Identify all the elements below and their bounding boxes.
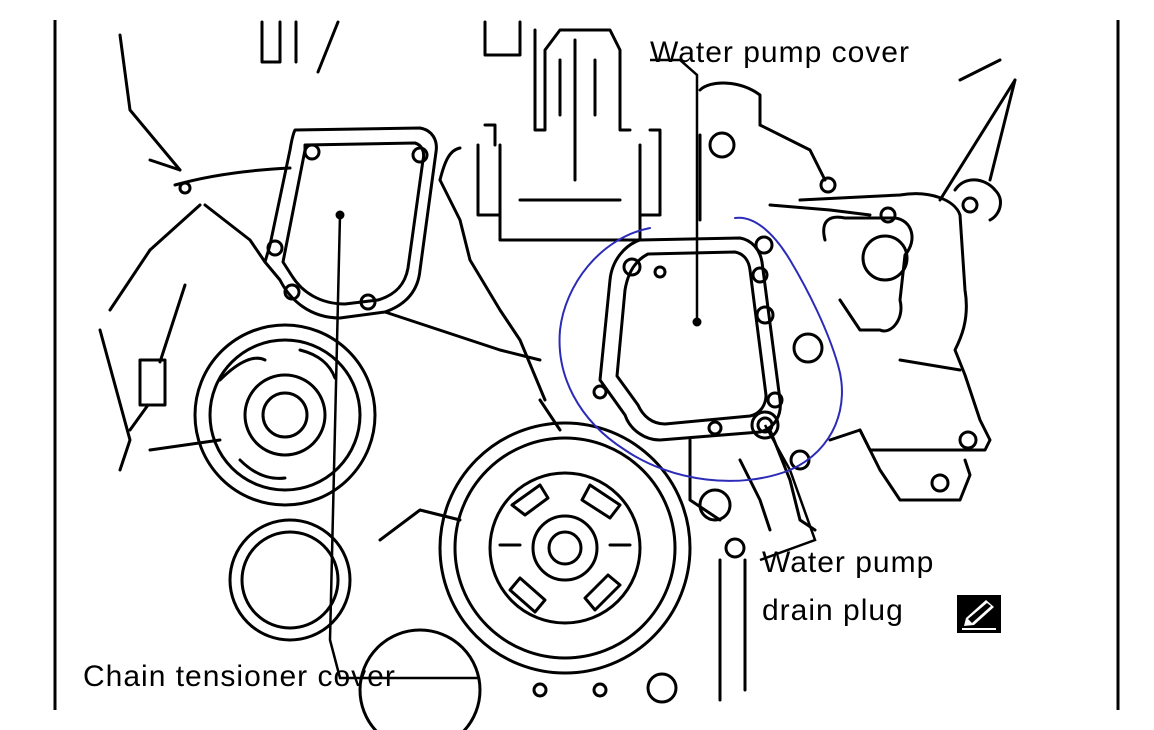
frame-lines [53, 20, 1120, 710]
water-pump-cover-shape [598, 236, 782, 442]
leader-drain-plug [759, 424, 817, 562]
highlight-circle [558, 216, 843, 482]
left-pulley [193, 323, 377, 507]
engine-line-art [98, 20, 1017, 730]
edit-pencil-icon [957, 595, 1001, 633]
water-pump-cover-label: Water pump cover [650, 36, 910, 69]
drain-plug-shape [750, 410, 780, 440]
water-pump-drain-plug-label-line1: Water pump [762, 546, 935, 579]
crankshaft-pulley [438, 421, 692, 675]
chain-tensioner-cover-label: Chain tensioner cover [83, 660, 396, 693]
water-pump-drain-plug-label-line2: drain plug [762, 594, 904, 627]
leader-water-pump-cover [650, 58, 699, 322]
leader-lines [328, 58, 817, 680]
leader-chain-tensioner-cover [328, 214, 480, 680]
chain-tensioner-cover-shape [263, 126, 438, 320]
